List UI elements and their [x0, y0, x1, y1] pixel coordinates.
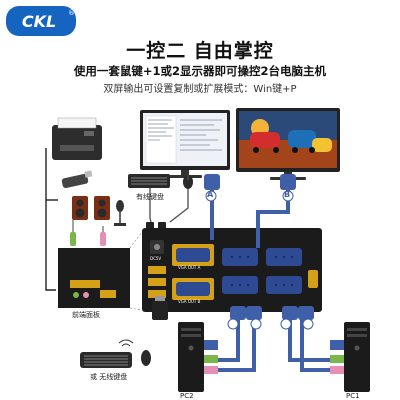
wireless-keyboard-label: 或 无线键盘 [90, 373, 128, 381]
printer-image [52, 117, 102, 160]
ckl-logo: CKL ® [6, 6, 76, 36]
subtitle: 使用一套鼠键+1或2显示器即可操控2台电脑主机 [73, 64, 327, 78]
dc5v-label: DC5V [150, 256, 162, 261]
tagline: 双屏输出可设置复制或扩展模式：Win键+P [103, 84, 297, 95]
svg-text:CKL: CKL [22, 12, 56, 31]
cable-tag-b: B [284, 190, 291, 199]
front-panel-label: 前端面板 [72, 311, 100, 319]
pc1-label: PC1 [346, 392, 360, 400]
wireless-keyboard-image [80, 339, 151, 368]
pc2-label: PC2 [180, 392, 194, 400]
svg-text:®: ® [68, 9, 75, 17]
mouse-image [183, 175, 193, 189]
microphone-image [114, 200, 126, 226]
vga-cable-a [204, 174, 220, 240]
pc2-tower-image [178, 322, 218, 392]
vga-out-b-label: VGA OUT B [178, 299, 201, 304]
monitor-left [140, 110, 230, 178]
wired-keyboard-image [128, 174, 170, 188]
cable-tag-a: A [207, 190, 214, 199]
monitor-right [236, 108, 340, 180]
speakers-image [72, 196, 110, 220]
kvm-switch-image [142, 228, 322, 312]
pc1-tower-image [330, 322, 370, 392]
wired-keyboard-label: 有线键盘 [136, 193, 164, 201]
vga-cable-b [256, 174, 296, 248]
wireless-dongle-image [152, 296, 168, 320]
headline: 一控二 自由掌控 [126, 40, 274, 62]
usb-stick-image [61, 170, 93, 189]
vga-out-a-label: VGA OUT A [178, 265, 201, 270]
front-panel-image [58, 248, 130, 308]
